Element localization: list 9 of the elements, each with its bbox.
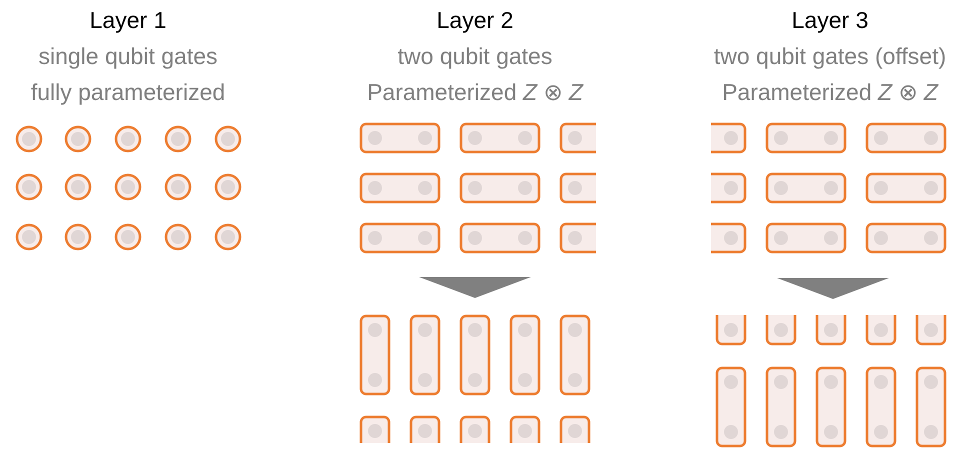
layer-description: Parameterized Z ⊗ Z bbox=[367, 78, 583, 106]
layer-description: Parameterized Z ⊗ Z bbox=[722, 78, 938, 106]
layer-heading: Layer 2 bbox=[436, 6, 514, 34]
layer-heading: Layer 3 bbox=[792, 6, 868, 34]
layer-description: single qubit gates bbox=[38, 42, 218, 70]
layer-description: fully parameterized bbox=[30, 78, 226, 106]
layer-description: two qubit gates bbox=[398, 42, 552, 70]
layer-heading: Layer 1 bbox=[90, 6, 166, 34]
layer-description: two qubit gates (offset) bbox=[714, 42, 946, 70]
